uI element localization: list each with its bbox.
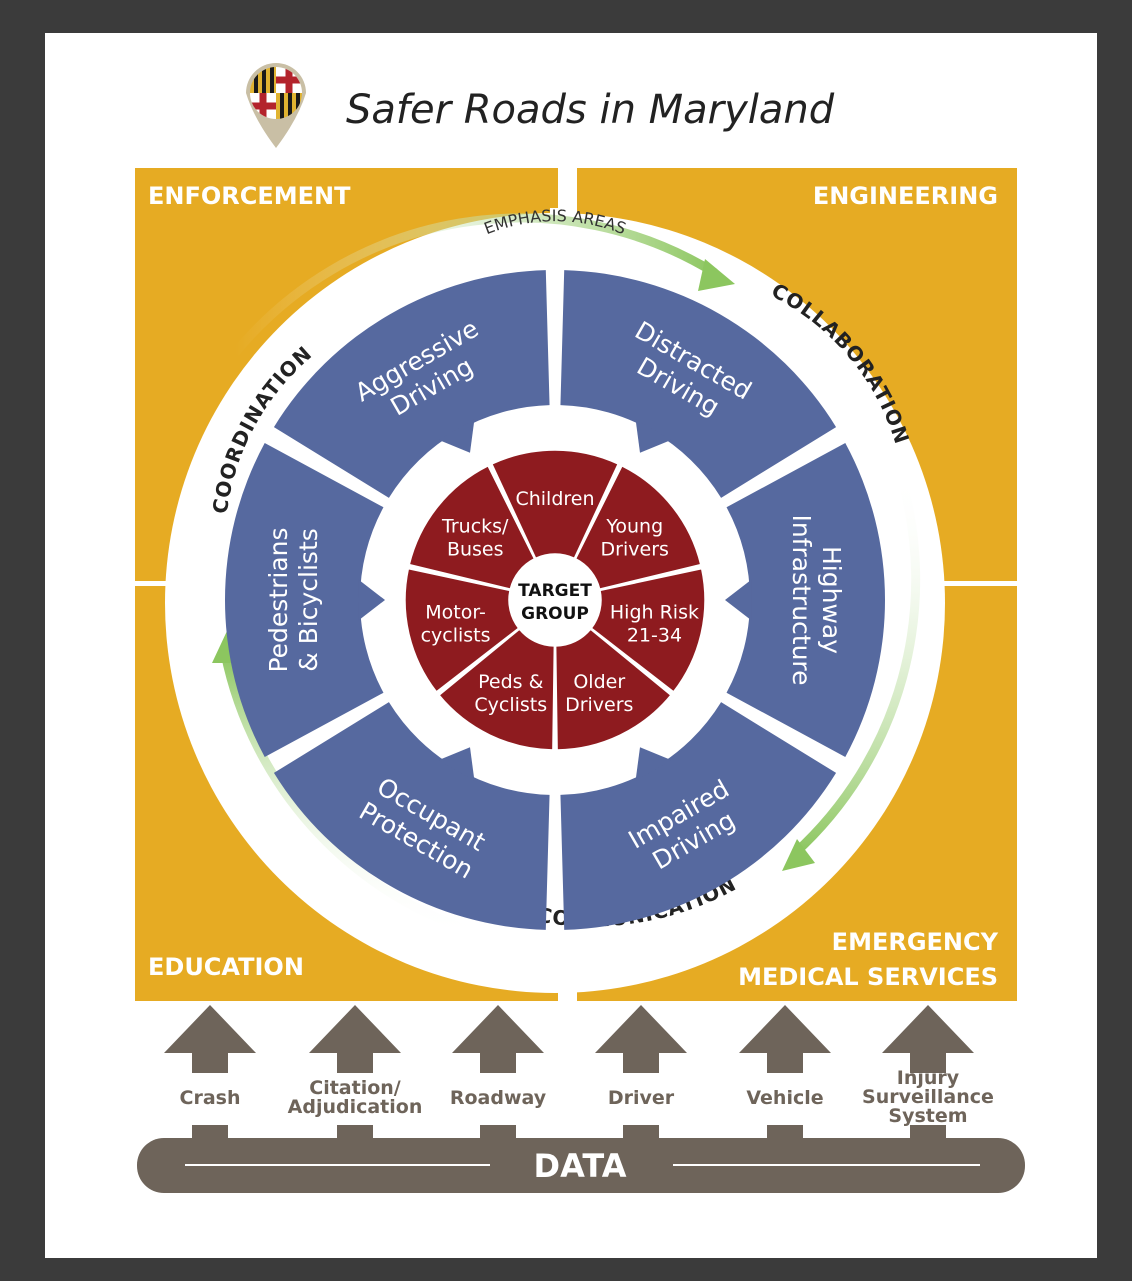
data-source-label: System [888, 1105, 967, 1127]
arrow-collaboration-to-communication [791, 471, 921, 857]
arrow-communication-to-coordination [220, 652, 497, 943]
emphasis-segment [560, 702, 837, 930]
target-group-label-line1: Peds & [478, 671, 543, 693]
data-source-label: Injury [897, 1067, 960, 1089]
data-source-label: Surveillance [862, 1086, 994, 1108]
target-group-label-line2: Buses [447, 538, 504, 560]
target-group-label-line2: Drivers [565, 694, 633, 716]
emphasis-segment [224, 443, 384, 757]
data-source-label: Driver [608, 1087, 675, 1109]
target-group-label-line2: 21-34 [627, 625, 682, 647]
emphasis-notch [635, 419, 672, 453]
target-group-label-line2: Drivers [601, 538, 669, 560]
emphasis-notch [438, 747, 475, 781]
data-source-label-bg [436, 1073, 560, 1125]
ems-label-line2: MEDICAL SERVICES [738, 963, 998, 991]
emphasis-label-line2: & Bicyclists [294, 528, 323, 672]
data-arrow-head [309, 1005, 401, 1053]
data-arrow-head [164, 1005, 256, 1053]
emphasis-notch [358, 579, 385, 621]
data-arrow-head [452, 1005, 544, 1053]
emphasis-label-line1: Pedestrians [264, 527, 293, 672]
education-label: EDUCATION [148, 953, 304, 981]
data-bar [137, 1138, 1025, 1193]
center-label-line1: TARGET [518, 581, 592, 601]
target-group-label-line2: Cyclists [474, 694, 547, 716]
data-source-label-bg [723, 1073, 847, 1125]
data-source-label-bg [579, 1073, 703, 1125]
emphasis-notch [635, 747, 672, 781]
data-arrow-head [882, 1005, 974, 1053]
target-group-label-line1: Older [573, 671, 625, 693]
diagram-page: Safer Roads in Maryland ENFORCEMENT ENGI… [45, 33, 1097, 1258]
arrow-head-top [698, 259, 735, 291]
data-arrow-head [739, 1005, 831, 1053]
data-source-label: Citation/ [309, 1077, 401, 1099]
center-label-line2: GROUP [521, 604, 589, 624]
data-source-label-bg [293, 1073, 417, 1125]
data-source-label: Crash [180, 1087, 241, 1109]
safer-roads-diagram: Safer Roads in Maryland ENFORCEMENT ENGI… [135, 63, 1025, 1193]
data-source-label-bg [148, 1073, 272, 1125]
emphasis-label-line2: Infrastructure [787, 514, 816, 685]
maryland-flag-pin-icon [246, 63, 306, 148]
target-group-center [509, 554, 601, 646]
emphasis-segment [560, 270, 837, 498]
target-group-label-line1: Children [515, 488, 594, 510]
data-arrow-head [595, 1005, 687, 1053]
emphasis-notch [438, 419, 475, 453]
target-group-label-line1: High Risk [610, 602, 699, 624]
emphasis-notch [725, 579, 752, 621]
emphasis-segment [273, 270, 550, 498]
data-source-label-bg [866, 1073, 990, 1125]
emphasis-segment [273, 702, 550, 930]
arrow-head-right [782, 839, 815, 871]
ems-label-line1: EMERGENCY [832, 928, 999, 956]
data-arrows: Crash Citation/Adjudication Roadway Driver V… [148, 1005, 994, 1141]
target-group-label-line1: Young [605, 515, 663, 537]
emphasis-label-line1: Highway [817, 546, 846, 654]
arrow-coordination-to-collaboration [231, 213, 718, 356]
emphasis-segment [726, 443, 885, 757]
target-group-label-line2: cyclists [421, 625, 491, 647]
data-source-label: Roadway [450, 1087, 547, 1109]
data-source-label: Vehicle [746, 1087, 823, 1109]
page-title: Safer Roads in Maryland [346, 87, 835, 133]
target-group-label-line1: Motor- [425, 602, 486, 624]
data-source-label: Adjudication [288, 1096, 423, 1118]
target-group-label-line1: Trucks/ [441, 515, 509, 537]
data-bar-label: DATA [534, 1147, 627, 1185]
engineering-label: ENGINEERING [813, 182, 998, 210]
enforcement-label: ENFORCEMENT [148, 182, 351, 210]
